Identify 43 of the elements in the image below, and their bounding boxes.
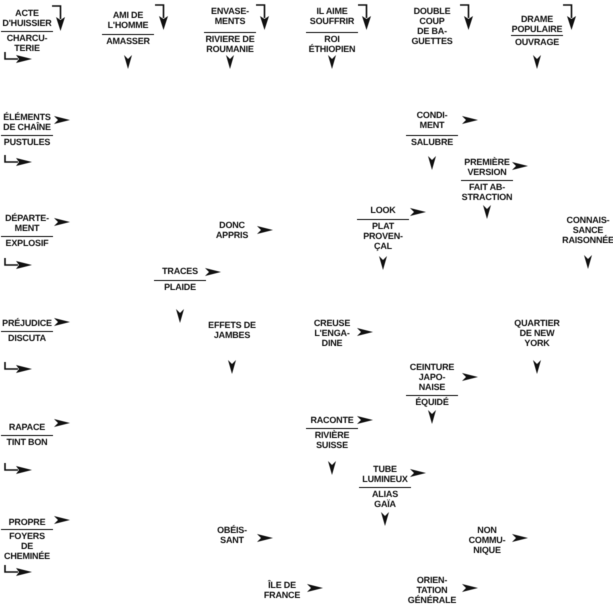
clue-text: QUARTIER DE NEW YORK [514, 318, 560, 348]
clue-text: PLAT PROVEN- ÇAL [363, 221, 403, 251]
clue-text: AMASSER [106, 36, 150, 46]
clue-text: ORIEN- TATION GÉNÉRALE [408, 575, 456, 605]
clue-text: IL AIME SOUFFRIR [310, 6, 354, 26]
clue-text: OUVRAGE [514, 37, 560, 47]
clue-text: RIVIÈRE SUISSE [314, 430, 350, 450]
clue-text: ÉLÉMENTS DE CHAÎNE [3, 112, 51, 132]
clue-text: DONC APPRIS [216, 220, 248, 240]
clue-text: FAIT AB- STRACTION [462, 182, 512, 202]
clue-text: FOYERS DE CHEMINÉE [4, 531, 50, 561]
clue-text: OBÉIS- SANT [217, 525, 247, 545]
clue-text: TUBE LUMINEUX [362, 464, 408, 484]
clue-text: AMI DE L'HOMME [108, 10, 148, 30]
clue-text: RACONTE [310, 415, 354, 425]
clue-text: RAPACE [8, 422, 46, 432]
clue-text: ROI ÉTHIOPIEN [308, 34, 356, 54]
clue-text: ENVASE- MENTS [211, 6, 249, 26]
clue-text: ACTE D'HUISSIER [2, 8, 52, 28]
clue-text: EFFETS DE JAMBES [208, 320, 256, 340]
clue-text: PROPRE [8, 517, 46, 527]
clue-text: DISCUTA [8, 333, 46, 343]
clue-text: RIVIERE DE ROUMANIE [206, 34, 254, 54]
clue-text: CEINTURE JAPO- NAISE [410, 362, 454, 392]
clue-text: ÎLE DE FRANCE [264, 580, 300, 600]
clue-text: EXPLOSIF [6, 238, 48, 248]
clue-text: ALIAS GAÏA [372, 489, 398, 509]
clue-text: CONDI- MENT [416, 110, 448, 130]
clue-text: NON COMMU- NIQUE [468, 525, 506, 555]
clue-text: DOUBLE COUP DE BA- GUETTES [411, 6, 453, 46]
clue-text: TINT BON [6, 437, 48, 447]
clue-text: LOOK [370, 205, 396, 215]
clue-text: PRÉJUDICE [2, 318, 52, 328]
clue-text: CREUSE L'ENGA- DINE [314, 318, 350, 348]
clue-text: PUSTULES [4, 137, 50, 147]
clue-text: PLAIDE [164, 282, 196, 292]
clue-text: DÉPARTE- MENT [5, 213, 49, 233]
clue-text: DRAME POPULAIRE [512, 14, 562, 34]
clue-text: CHARCU- TERIE [6, 33, 48, 53]
clue-text: SALUBRE [410, 137, 454, 147]
clue-text: PREMIÈRE VERSION [464, 157, 510, 177]
clue-text: TRACES [162, 266, 198, 276]
clue-text: ÉQUIDÉ [415, 397, 449, 407]
